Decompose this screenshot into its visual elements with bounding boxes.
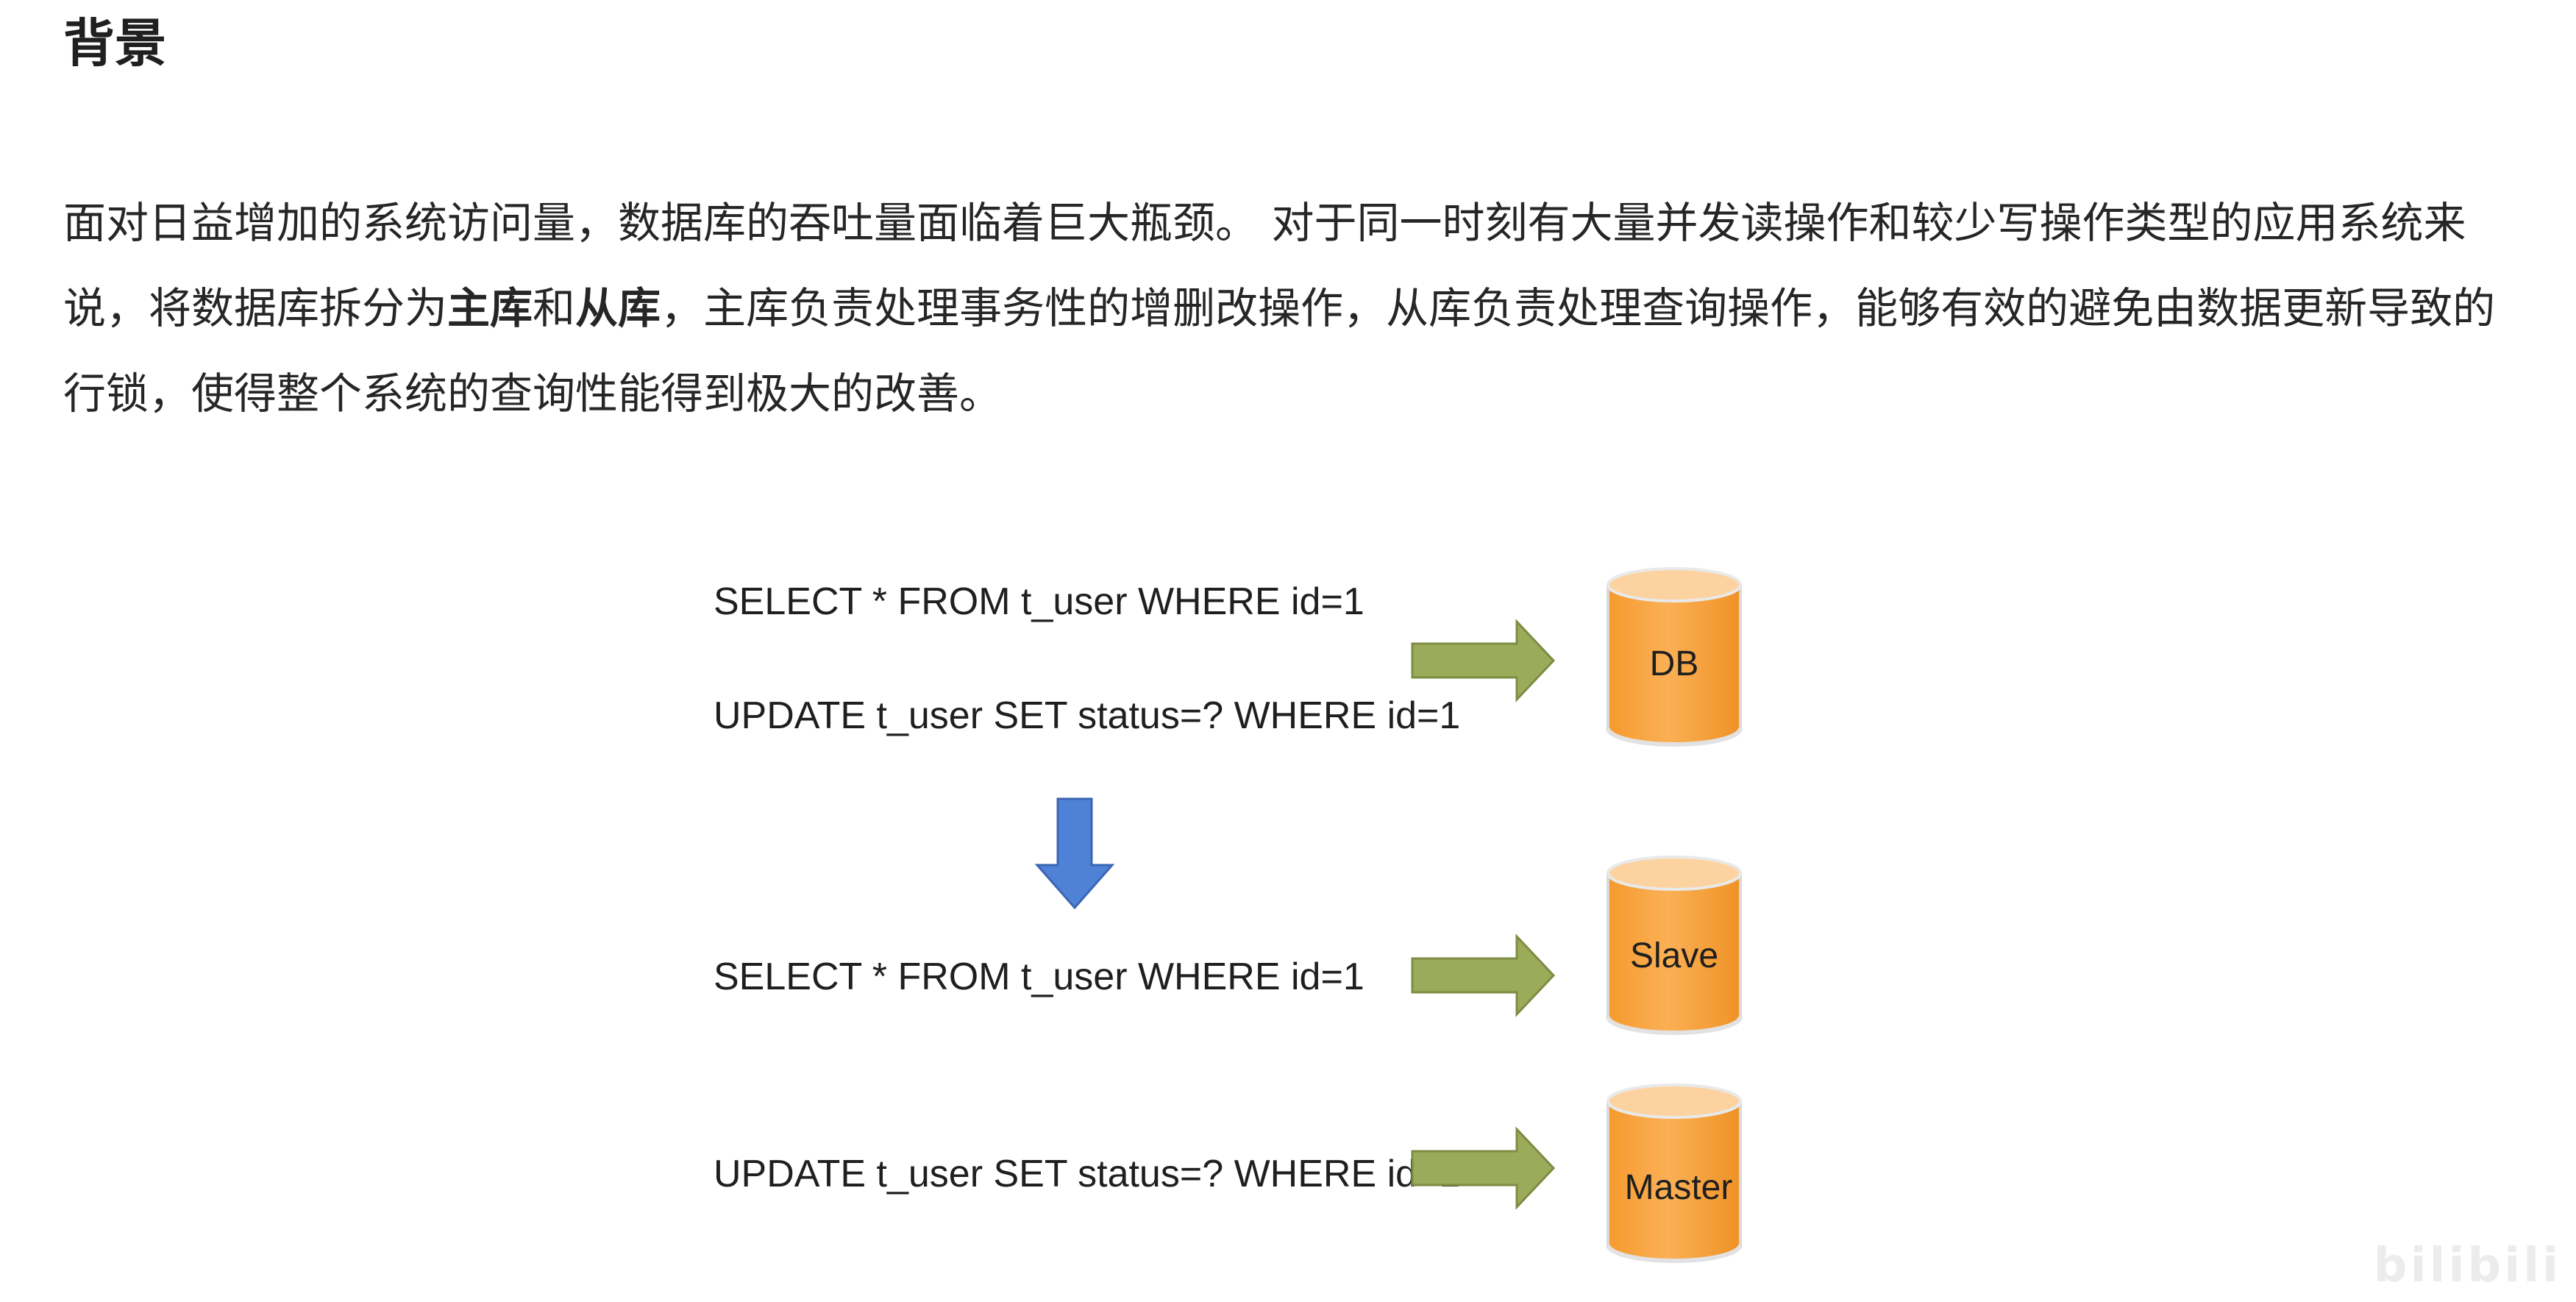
paragraph-text-2: 和 [533,283,576,333]
after-update-sql: UPDATE t_user SET status=? WHERE id=1 [714,1153,1460,1195]
paragraph-text-1: 面对日益增加的系统访问量，数据库的吞吐量面临着巨大瓶颈。 对于同一时刻有大量并发… [63,198,2466,333]
after-select-sql: SELECT * FROM t_user WHERE id=1 [714,956,1365,998]
green-arrow-icon [1411,1126,1556,1210]
blue-down-arrow-icon [1034,797,1115,910]
background-paragraph: 面对日益增加的系统访问量，数据库的吞吐量面临着巨大瓶颈。 对于同一时刻有大量并发… [63,180,2513,436]
green-arrow-icon [1411,619,1556,702]
before-select-sql: SELECT * FROM t_user WHERE id=1 [714,580,1365,623]
green-arrow-icon [1411,933,1556,1017]
slave-cylinder-icon [1606,855,1743,1035]
before-update-sql: UPDATE t_user SET status=? WHERE id=1 [714,694,1460,737]
master-cylinder-icon [1606,1084,1743,1263]
master-label: Master [1625,1168,1733,1207]
db-cylinder-icon [1606,567,1743,747]
bilibili-watermark: bilibili [2373,1239,2561,1293]
db-label: DB [1650,644,1699,683]
paragraph-bold-master: 主库 [447,283,533,333]
slave-label: Slave [1630,936,1718,975]
paragraph-bold-slave: 从库 [575,283,661,333]
page-title: 背景 [63,13,166,74]
paragraph-text-3: ，主库负责处理事务性的增删改操作，从库负责处理查询操作，能够有效的避免由数据更新… [63,283,2496,419]
